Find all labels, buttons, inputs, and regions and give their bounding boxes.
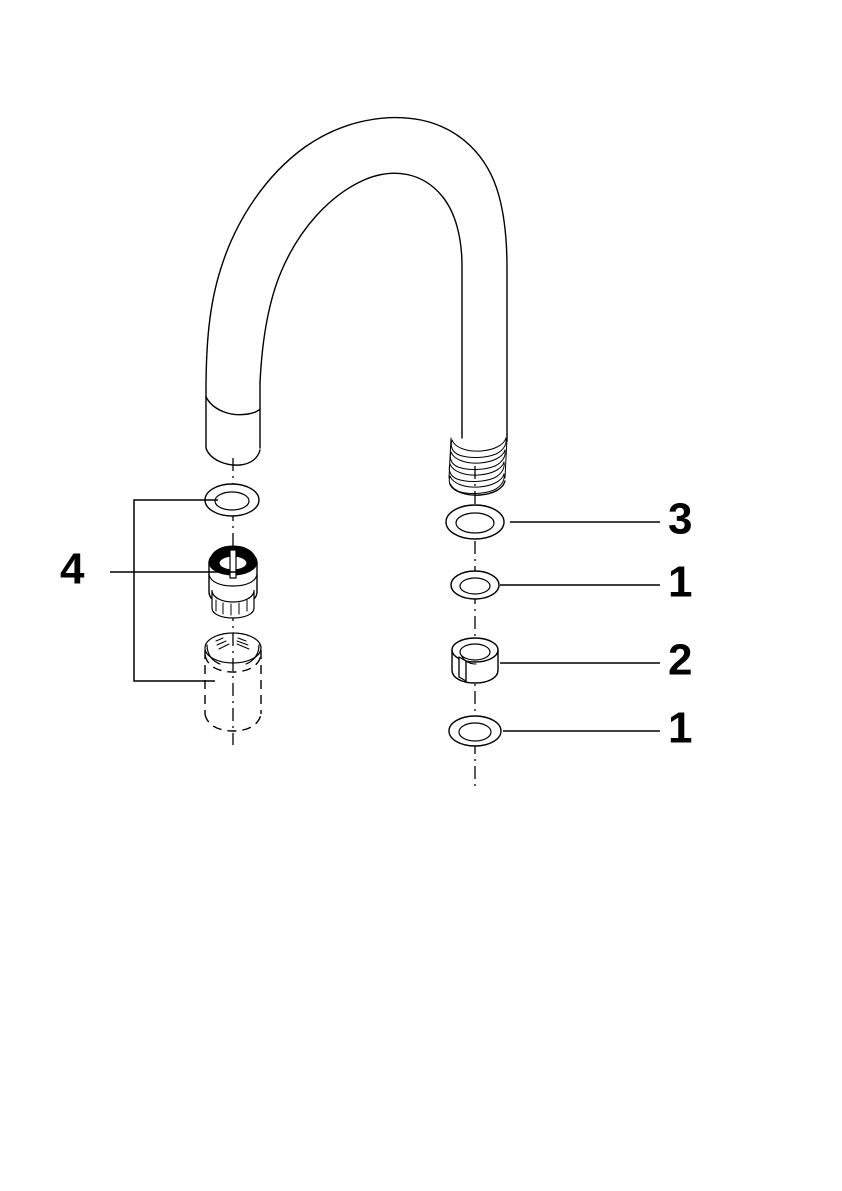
callout-1-upper: 1	[500, 558, 692, 607]
callout-3-number: 3	[668, 495, 692, 544]
spout-thread	[448, 437, 508, 496]
o-ring-large	[445, 504, 505, 540]
callout-1-upper-number: 1	[668, 558, 692, 607]
callout-4-number: 4	[60, 545, 85, 594]
o-ring-small-upper	[450, 570, 500, 600]
callout-1-lower: 1	[503, 704, 692, 753]
callout-3: 3	[510, 495, 692, 544]
aerator-insert	[208, 545, 258, 619]
split-ring	[451, 637, 499, 684]
gooseneck-spout-body	[205, 116, 508, 496]
aerator-housing	[204, 632, 262, 732]
callout-1-lower-number: 1	[668, 704, 692, 753]
o-ring-outlet	[204, 483, 260, 517]
o-ring-small-lower	[448, 715, 502, 747]
callout-2: 2	[500, 636, 692, 685]
group-bracket-4: 4	[60, 499, 240, 682]
callout-2-number: 2	[668, 636, 692, 685]
